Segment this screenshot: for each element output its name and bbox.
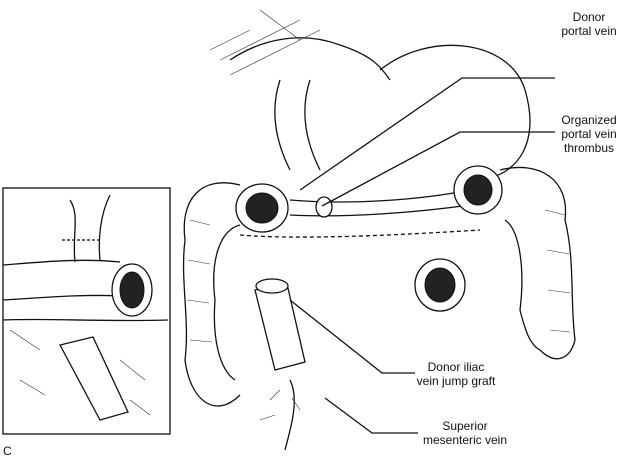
inset-anatomy bbox=[2, 194, 169, 421]
main-anatomy bbox=[182, 9, 576, 451]
inset-jump-graft bbox=[59, 336, 129, 421]
left-colon bbox=[182, 182, 241, 407]
label-smv: Superior mesenteric vein bbox=[422, 419, 508, 447]
panel-letter: C bbox=[3, 444, 12, 458]
organized-thrombus bbox=[315, 196, 333, 218]
label-iliac-graft: Donor iliac vein jump graft bbox=[416, 360, 496, 388]
right-colon bbox=[499, 166, 576, 360]
leader-donor-portal-vein bbox=[299, 77, 555, 191]
donor-portal-vein bbox=[289, 189, 471, 203]
label-organized-thrombus: Organized portal vein thrombus bbox=[561, 113, 617, 155]
liver-outline bbox=[229, 37, 391, 81]
leader-iliac-graft bbox=[289, 299, 415, 374]
superior-mesenteric-vein bbox=[284, 379, 295, 451]
iliac-jump-graft bbox=[254, 283, 306, 371]
inset-frame bbox=[2, 187, 171, 435]
leader-organized-thrombus bbox=[321, 131, 555, 207]
leader-smv bbox=[324, 397, 418, 434]
label-donor-portal-vein: Donor portal vein bbox=[561, 10, 617, 38]
stomach-outline bbox=[379, 44, 531, 181]
